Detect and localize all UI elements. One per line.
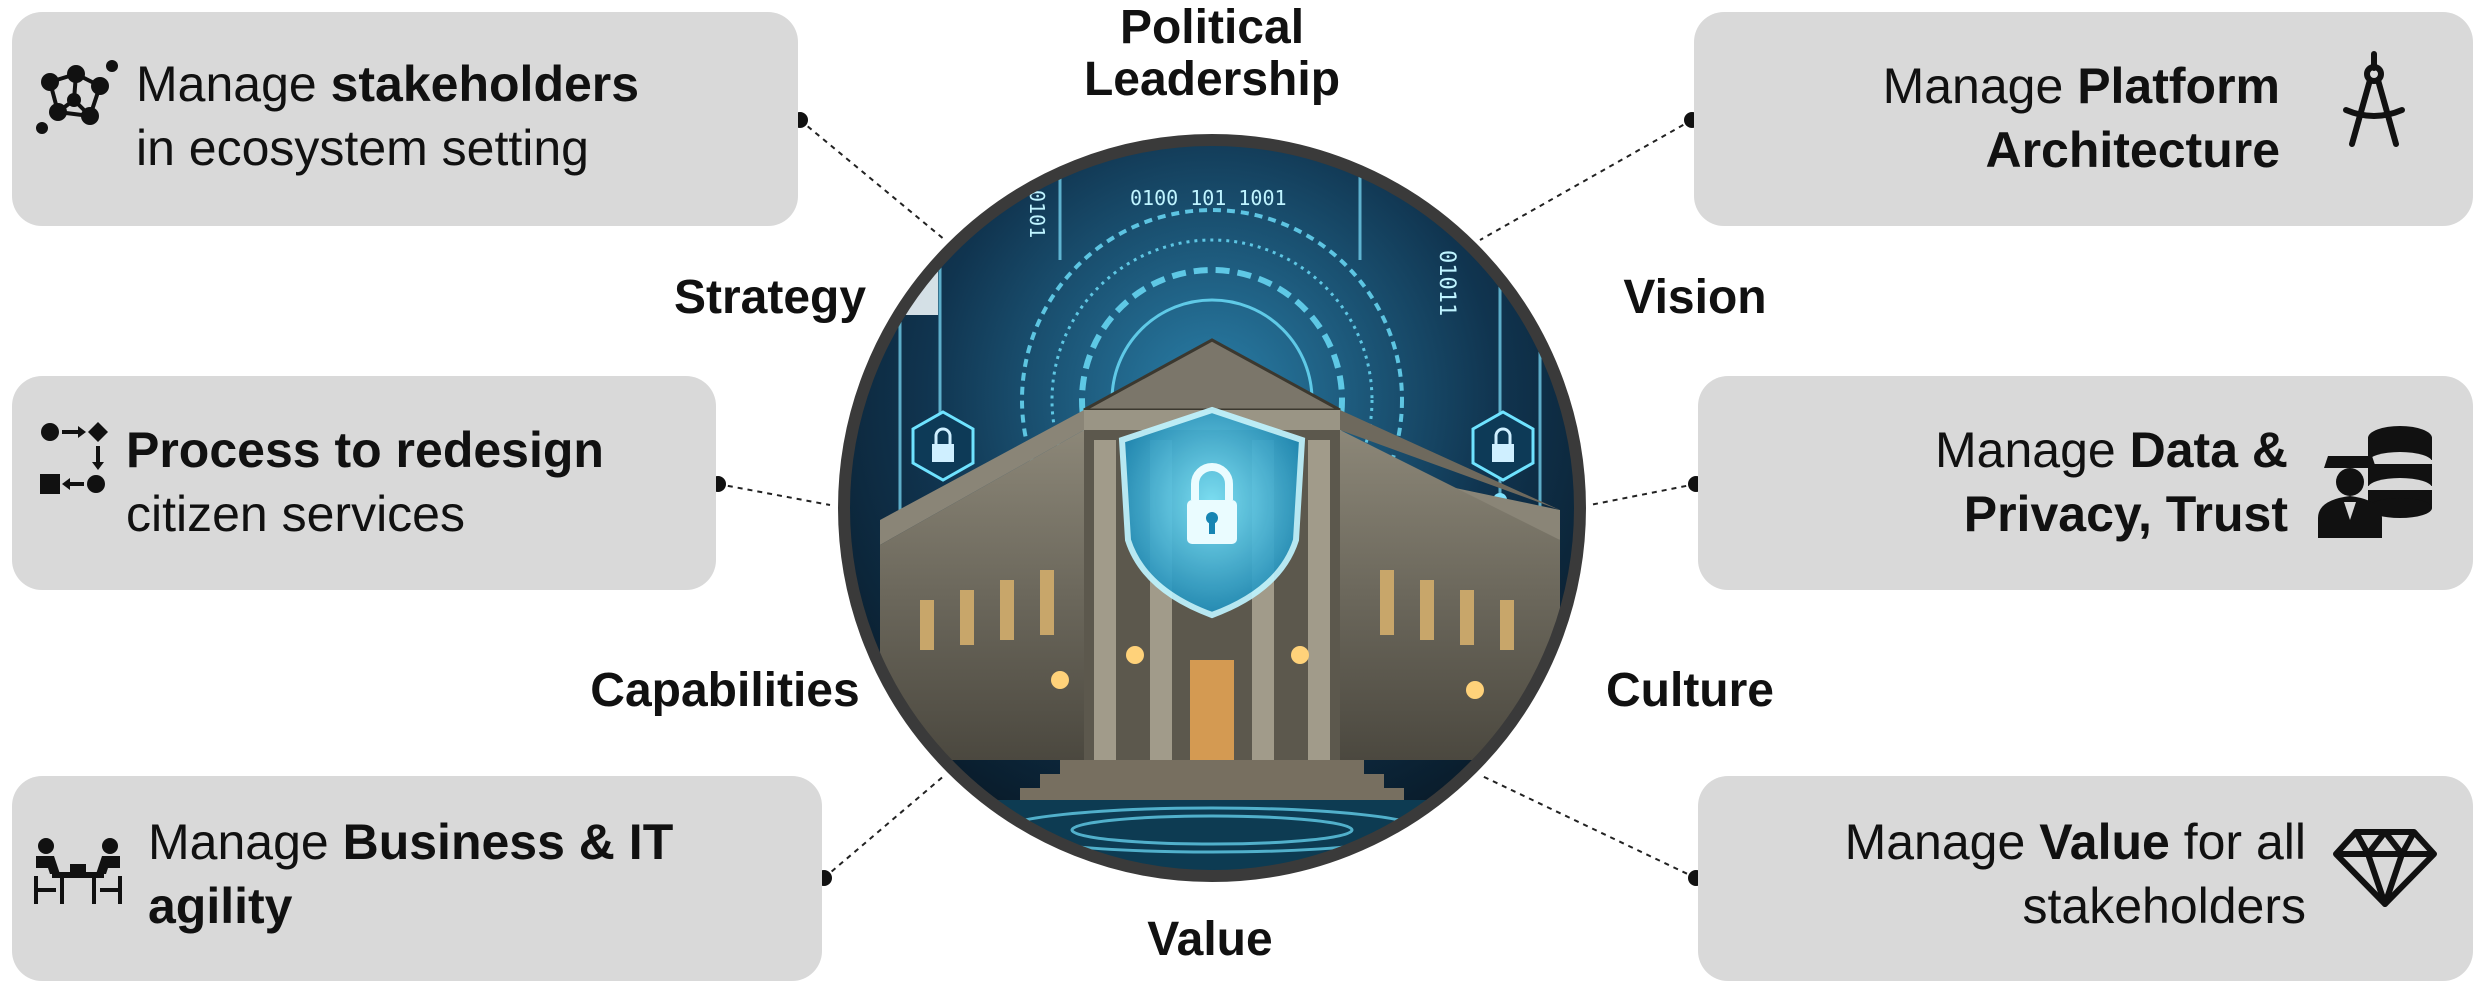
card-value-line2: stakeholders xyxy=(2022,878,2307,934)
label-strategy: Strategy xyxy=(673,271,867,324)
card-data-pre: Manage xyxy=(1935,422,2130,478)
card-platform-pre: Manage xyxy=(1882,58,2078,114)
connector-agility xyxy=(823,774,946,879)
card-data-text: Manage Data & Privacy, Trust xyxy=(1935,418,2288,546)
hub-ring xyxy=(838,134,1586,882)
label-culture: Culture xyxy=(1606,664,1774,717)
binary-text-2: 01011 xyxy=(1434,250,1459,316)
card-agility-text: Manage Business & IT agility xyxy=(148,810,673,938)
binary-text-1: 0100 101 1001 xyxy=(1130,186,1287,210)
card-platform-text: Manage Platform Architecture xyxy=(1883,54,2280,182)
card-agility-line2: agility xyxy=(148,878,293,934)
connector-stakeholders xyxy=(799,119,946,241)
connector-process xyxy=(717,483,831,506)
card-value[interactable]: Manage Value for all stakeholders xyxy=(1698,776,2473,981)
label-capabilities: Capabilities xyxy=(590,664,860,717)
hex-lock-left-icon xyxy=(911,410,975,482)
card-value-pre: Manage xyxy=(1844,814,2040,870)
card-data[interactable]: Manage Data & Privacy, Trust xyxy=(1698,376,2473,590)
government-building xyxy=(880,338,1560,802)
card-stakeholders-line2: in ecosystem setting xyxy=(136,120,589,176)
diamond-icon xyxy=(2333,829,2437,907)
card-process-line2: citizen services xyxy=(126,486,465,542)
card-stakeholders-text: Manage stakeholders in ecosystem setting xyxy=(136,52,639,180)
connector-data xyxy=(1589,483,1697,506)
card-value-post: for all xyxy=(2169,814,2306,870)
label-political: Political xyxy=(1119,1,1305,54)
card-agility[interactable]: Manage Business & IT agility xyxy=(12,776,822,981)
hex-lock-right-icon xyxy=(1471,410,1535,482)
process-flow-icon xyxy=(40,422,108,494)
card-platform-bold: Platform xyxy=(2077,58,2280,114)
card-data-bold: Data & xyxy=(2129,422,2288,478)
meeting-icon xyxy=(34,838,122,904)
card-stakeholders-bold: stakeholders xyxy=(330,56,640,112)
card-process[interactable]: Process to redesign citizen services xyxy=(12,376,716,590)
card-data-line2: Privacy, Trust xyxy=(1963,486,2288,542)
label-political-leadership: Political Leadership xyxy=(1060,2,1364,106)
database-officer-icon xyxy=(2318,426,2432,538)
card-process-text: Process to redesign citizen services xyxy=(126,418,604,546)
binary-text-3: 0101 xyxy=(1025,190,1049,238)
connector-platform xyxy=(1479,119,1693,241)
network-nodes-icon xyxy=(36,60,118,134)
card-platform-line2: Architecture xyxy=(1985,122,2280,178)
label-value: Value xyxy=(1147,913,1273,966)
label-vision: Vision xyxy=(1623,271,1767,324)
shield-lock-icon xyxy=(1118,406,1306,619)
card-agility-pre: Manage xyxy=(148,814,343,870)
compass-icon xyxy=(2343,51,2405,147)
card-stakeholders[interactable]: Manage stakeholders in ecosystem setting xyxy=(12,12,798,226)
label-leadership: Leadership xyxy=(1083,53,1341,106)
card-stakeholders-pre: Manage xyxy=(136,56,331,112)
card-value-text: Manage Value for all stakeholders xyxy=(1845,810,2306,938)
card-agility-bold: Business & IT xyxy=(342,814,674,870)
card-platform[interactable]: Manage Platform Architecture xyxy=(1694,12,2473,226)
card-process-bold: Process to redesign xyxy=(126,422,604,478)
card-value-bold: Value xyxy=(2039,814,2170,870)
